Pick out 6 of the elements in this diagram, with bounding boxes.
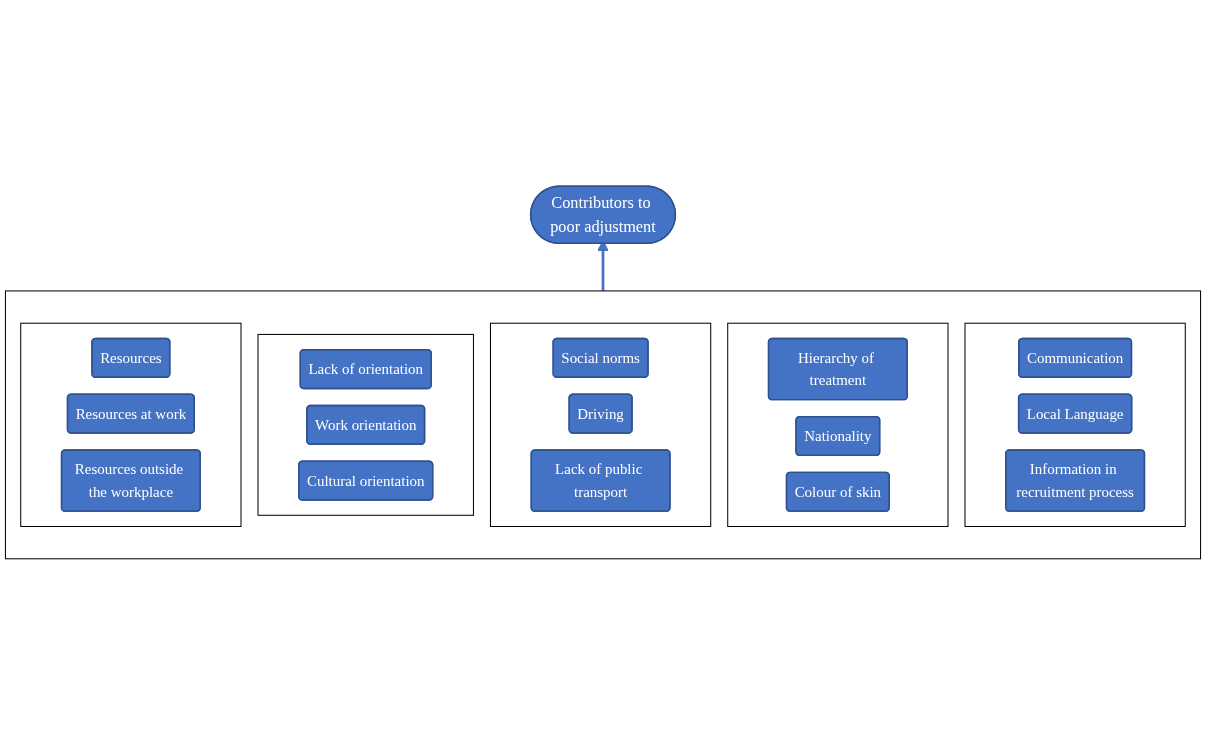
- cluster: [489, 322, 712, 527]
- cluster: [4, 290, 1202, 560]
- cluster: [727, 322, 949, 527]
- cluster: [257, 333, 474, 516]
- cluster: [964, 322, 1186, 527]
- cluster: [20, 322, 242, 527]
